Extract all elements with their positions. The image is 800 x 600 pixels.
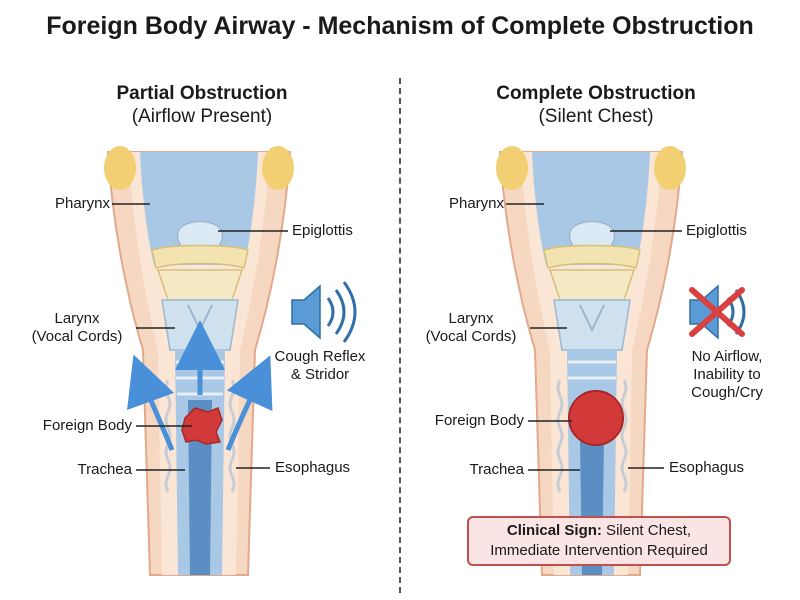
partial-label-sound: Cough Reflex & Stridor [274,348,366,383]
complete-panel-title: Complete Obstruction [496,83,696,104]
clinical-sign-text: Silent Chest, [601,522,692,539]
page-title: Foreign Body Airway - Mechanism of Compl… [46,12,754,40]
panel-divider [399,78,401,593]
partial-leader-lines [112,203,288,471]
partial-label-epiglottis: Epiglottis [292,222,353,239]
speaker-sound-icon [291,281,357,343]
clinical-sign-line2: Immediate Intervention Required [490,542,708,559]
partial-foreign-body [181,407,223,445]
complete-label-pharynx: Pharynx [448,195,504,212]
cross-icon [689,287,745,337]
fat-pad [496,146,528,190]
clinical-sign-box: Clinical Sign: Silent Chest, Immediate I… [467,516,731,566]
complete-panel-subtitle: (Silent Chest) [538,106,654,127]
partial-label-larynx: Larynx (Vocal Cords) [31,310,123,345]
complete-airway-illustration [496,146,686,576]
fat-pad [262,146,294,190]
fat-pad [104,146,136,190]
complete-label-esophagus: Esophagus [669,459,745,476]
fat-pad [654,146,686,190]
partial-label-trachea: Trachea [77,461,132,478]
partial-label-esophagus: Esophagus [275,459,351,476]
complete-leader-lines [506,203,682,471]
partial-label-foreign-body: Foreign Body [42,417,132,434]
complete-label-trachea: Trachea [469,461,524,478]
complete-label-sound: No Airflow, Inability to Cough/Cry [691,348,763,401]
muted-speaker-icon [689,284,746,340]
complete-label-epiglottis: Epiglottis [686,222,747,239]
clinical-sign-label: Clinical Sign: [506,522,602,539]
partial-label-pharynx: Pharynx [54,195,110,212]
partial-panel-title: Partial Obstruction [116,83,288,104]
complete-foreign-body [568,390,624,446]
airflow-arrows [127,320,273,451]
complete-label-foreign-body: Foreign Body [434,412,524,429]
partial-panel-subtitle: (Airflow Present) [131,106,273,127]
complete-label-larynx: Larynx (Vocal Cords) [425,310,517,345]
